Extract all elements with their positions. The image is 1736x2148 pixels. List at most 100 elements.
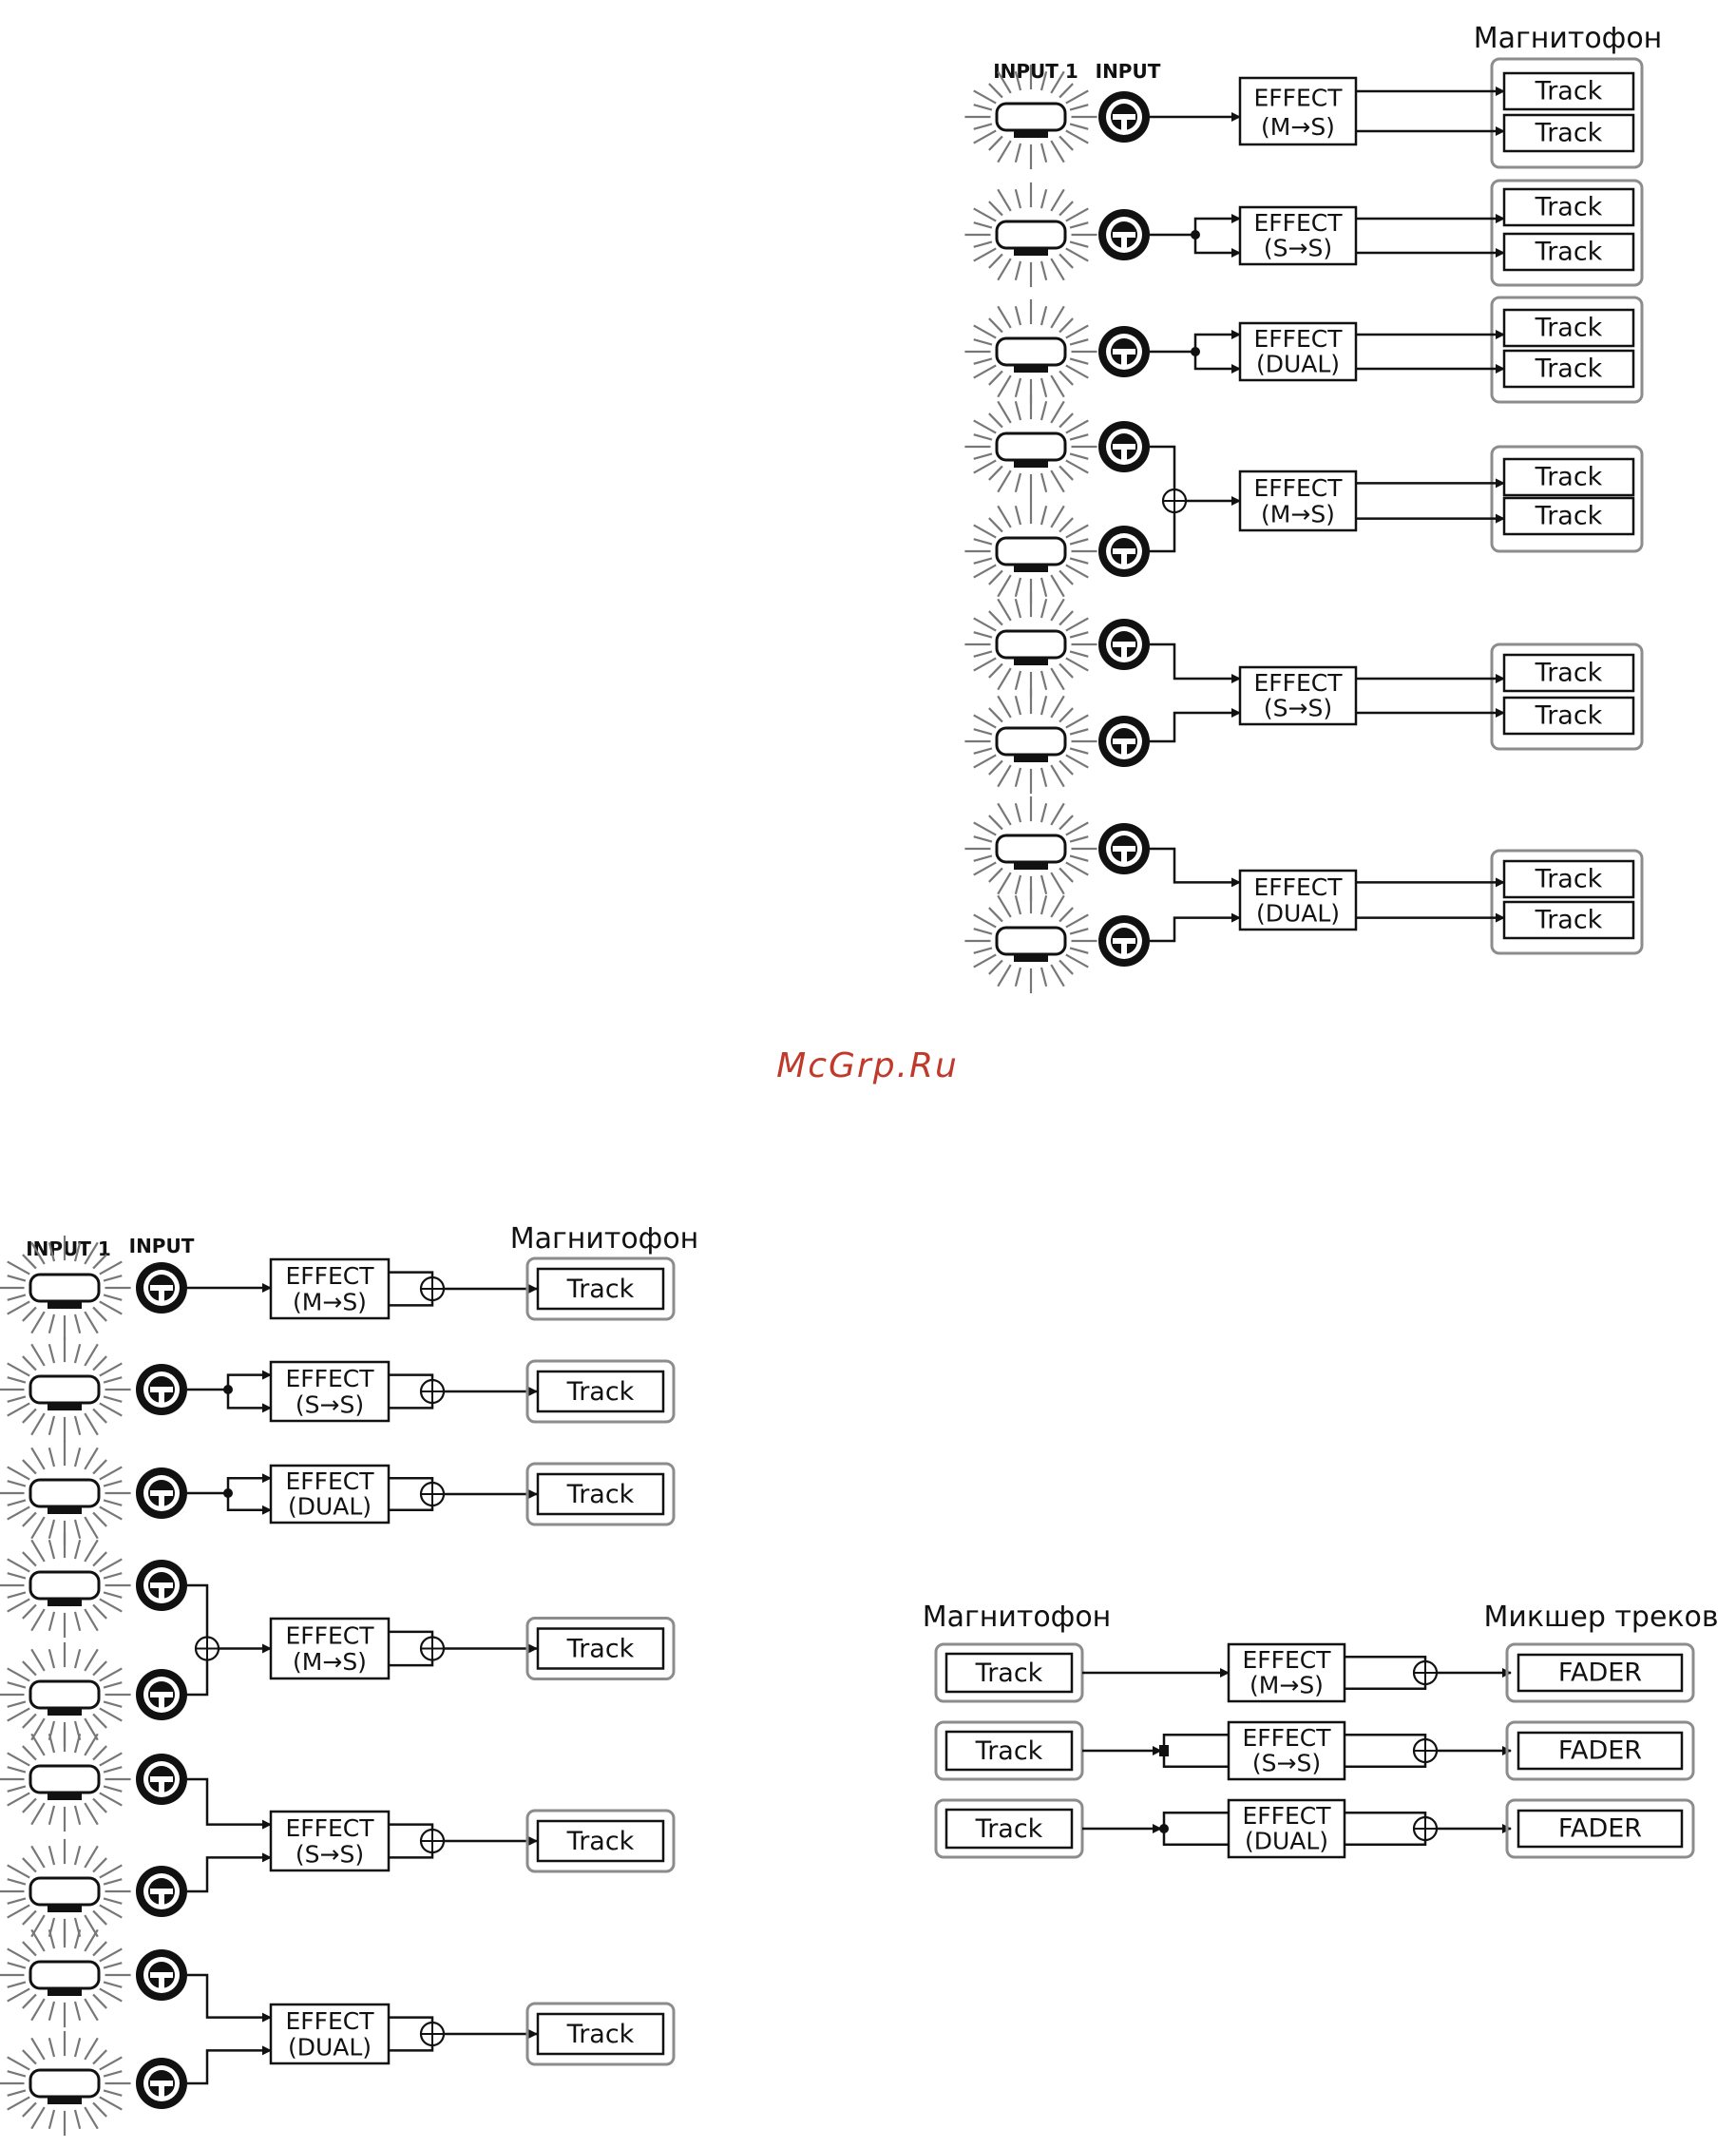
track-label: Track — [566, 1827, 635, 1856]
input-jack-icon — [1098, 421, 1150, 472]
microphone-icon — [0, 1922, 131, 2028]
input-jack-icon — [1098, 915, 1150, 967]
track-label: Track — [566, 1275, 635, 1304]
track-box: Track — [944, 1808, 1074, 1850]
effect-label: EFFECT — [1253, 474, 1343, 502]
effect-mode: (M→S) — [1261, 500, 1335, 527]
fader-box: FADER — [1517, 1731, 1684, 1771]
signal-line — [1150, 642, 1241, 683]
microphone-icon — [964, 796, 1097, 902]
effect-mode: (DUAL) — [1245, 1828, 1328, 1855]
effect-block: EFFECT(DUAL) — [1227, 1798, 1346, 1859]
track-label: Track — [566, 2020, 635, 2049]
microphone-icon — [964, 64, 1097, 170]
recorder-frame — [1505, 1798, 1695, 1859]
input-jack-icon — [136, 1866, 187, 1917]
effect-label: EFFECT — [285, 1467, 374, 1495]
sum-icon — [1412, 1659, 1439, 1686]
signal-line — [1150, 708, 1241, 743]
track-label: FADER — [1558, 1658, 1642, 1687]
track-box: Track — [536, 1819, 665, 1863]
microphone-icon — [964, 591, 1097, 698]
track-box: Track — [536, 1627, 665, 1670]
track-box: Track — [1502, 71, 1635, 111]
input-jack-icon — [1098, 91, 1150, 143]
signal-line — [226, 1370, 272, 1390]
input-jack-icon — [136, 1364, 187, 1415]
track-box: Track — [536, 1370, 665, 1413]
recorder-frame — [1490, 445, 1644, 553]
track-label: Track — [1535, 658, 1603, 687]
signal-row: EFFECT(M→S) Track — [0, 1235, 676, 1341]
recorder-frame — [525, 2002, 676, 2066]
effect-mode: (S→S) — [1252, 1750, 1321, 1777]
signal-line — [187, 1852, 272, 1893]
effect-mode: (S→S) — [296, 1390, 364, 1418]
recorder-frame — [525, 1617, 676, 1680]
recorder-frame — [525, 1809, 676, 1873]
input-jack-icon — [1098, 526, 1150, 577]
signal-line — [226, 1473, 272, 1493]
track-label: Track — [975, 1736, 1043, 1766]
signal-line — [1162, 1829, 1229, 1847]
effect-label: EFFECT — [1253, 209, 1343, 237]
signal-line — [1162, 1811, 1229, 1829]
microphone-icon — [964, 298, 1097, 405]
recorder-frame — [1490, 179, 1644, 287]
effect-label: EFFECT — [285, 1262, 374, 1290]
recorder-title: Магнитофон — [1474, 22, 1663, 55]
input-jack-icon — [136, 1754, 187, 1805]
input1-header: INPUT 1 — [993, 60, 1078, 83]
input-jack-icon — [1098, 823, 1150, 874]
effect-block: EFFECT(DUAL) — [1238, 321, 1358, 382]
input-header: INPUT — [1096, 60, 1161, 83]
microphone-icon — [964, 688, 1097, 795]
track-label: Track — [566, 1635, 635, 1664]
effect-mode: (M→S) — [293, 1648, 367, 1676]
microphone-icon — [0, 1440, 131, 1546]
track-box: Track — [944, 1652, 1074, 1694]
track-label: Track — [1535, 118, 1603, 147]
input-jack-icon — [136, 1560, 187, 1611]
signal-line — [1193, 352, 1241, 374]
signal-line — [187, 1973, 272, 2023]
track-box: Track — [1502, 349, 1635, 389]
effect-label: EFFECT — [1253, 873, 1343, 901]
input-jack-icon — [1098, 716, 1150, 767]
effect-mode: (S→S) — [1264, 235, 1332, 262]
fader-box: FADER — [1517, 1809, 1684, 1849]
effect-label: EFFECT — [1253, 325, 1343, 353]
effect-block: EFFECT(M→S) — [1227, 1642, 1346, 1703]
signal-row: EFFECT(S→S)Track — [0, 1336, 676, 1443]
microphone-icon — [0, 1336, 131, 1443]
input-jack-icon — [1098, 326, 1150, 377]
sum-icon — [419, 1378, 446, 1405]
effect-block: EFFECT(M→S) — [269, 1617, 391, 1680]
sum-icon — [419, 1481, 446, 1507]
signal-line — [1150, 847, 1241, 888]
effect-block: EFFECT(DUAL) — [269, 2003, 391, 2065]
sum-icon — [194, 1636, 220, 1661]
diagram-mono-out: Магнитофон INPUT 1 INPUT EFFECT(M→S)Trac… — [0, 1222, 698, 2137]
input-jack-icon — [1098, 209, 1150, 260]
effect-mode: (S→S) — [296, 1840, 364, 1868]
effect-block: EFFECT(DUAL) — [269, 1464, 391, 1525]
microphone-icon — [0, 1726, 131, 1832]
track-label: Track — [975, 1814, 1043, 1844]
recorder-frame — [525, 1256, 676, 1321]
effect-mode: (DUAL) — [288, 1493, 372, 1521]
effect-mode: (DUAL) — [1256, 899, 1340, 927]
signal-line — [187, 1777, 272, 1830]
diagram-stereo-out: Магнитофон INPUT 1 INPUT EFFECT(M→S)Trac… — [964, 22, 1663, 994]
track-label: Track — [566, 1480, 635, 1509]
signal-line — [187, 2045, 272, 2085]
effect-block: EFFECT(M→S) — [269, 1257, 391, 1320]
track-label: Track — [1535, 237, 1603, 266]
sum-icon — [1412, 1737, 1439, 1764]
track-box: Track — [1502, 457, 1635, 497]
signal-line — [1162, 1751, 1229, 1769]
